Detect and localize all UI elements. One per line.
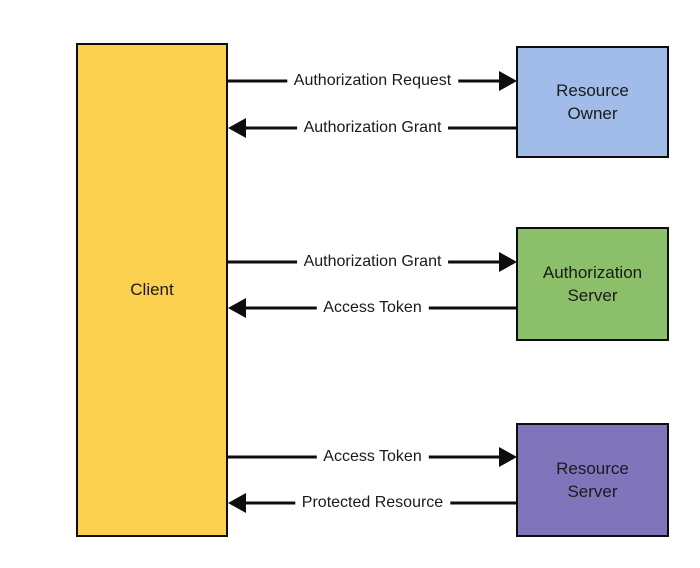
arrow-access-token-middle: Access Token xyxy=(228,294,517,322)
arrow-label: Authorization Request xyxy=(286,72,459,90)
arrow-authorization-grant-top: Authorization Grant xyxy=(228,114,517,142)
client-box-label: Client xyxy=(130,280,174,299)
arrow-label: Authorization Grant xyxy=(296,119,449,137)
arrow-label: Protected Resource xyxy=(294,494,451,512)
authorization-server-box-label: Authorization Server xyxy=(542,263,643,305)
resource-server-box-label: Resource Server xyxy=(556,459,629,501)
arrow-label: Access Token xyxy=(316,448,429,466)
client-box: Client xyxy=(76,43,228,537)
arrow-authorization-grant-middle: Authorization Grant xyxy=(228,248,517,276)
arrow-label: Access Token xyxy=(316,299,429,317)
resource-owner-box-label: Resource Owner xyxy=(556,81,629,123)
arrow-access-token-bottom: Access Token xyxy=(228,443,517,471)
arrow-label: Authorization Grant xyxy=(296,253,449,271)
arrow-authorization-request: Authorization Request xyxy=(228,67,517,95)
resource-owner-box: Resource Owner xyxy=(516,46,669,158)
authorization-server-box: Authorization Server xyxy=(516,227,669,341)
arrow-protected-resource: Protected Resource xyxy=(228,489,517,517)
resource-server-box: Resource Server xyxy=(516,423,669,537)
